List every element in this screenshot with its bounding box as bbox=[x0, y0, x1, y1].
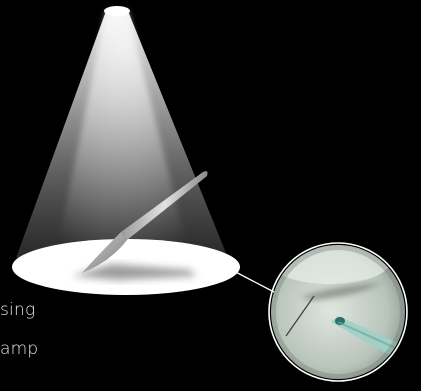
caption-line-1: sing bbox=[0, 300, 35, 320]
magnified-inset bbox=[269, 240, 407, 381]
callout-connector bbox=[228, 268, 274, 292]
spotlight-lamp bbox=[104, 6, 130, 16]
caption-line-2: amp bbox=[0, 339, 38, 359]
